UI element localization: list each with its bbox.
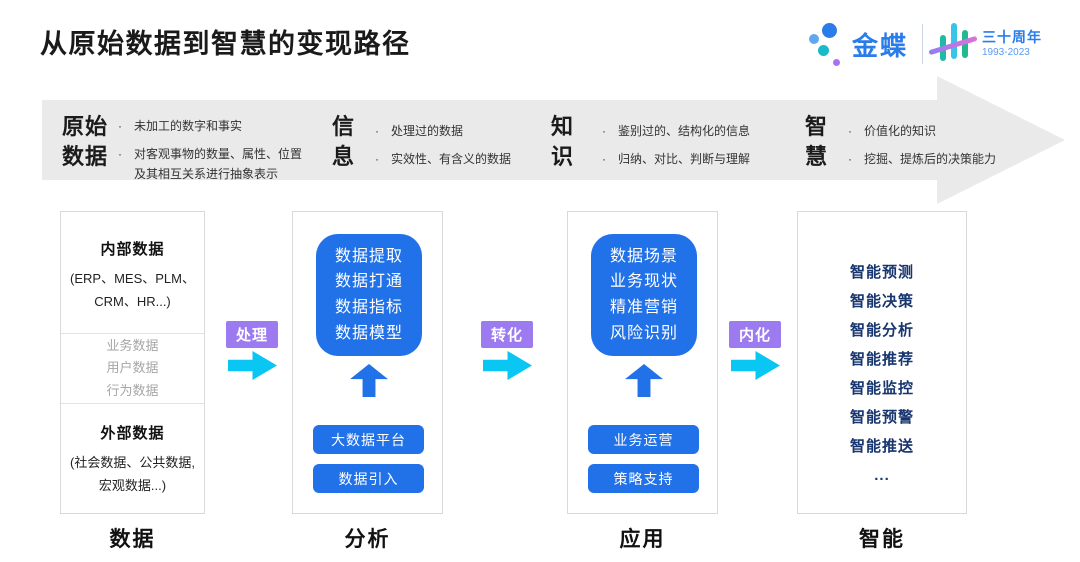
- column-label-data: 数据: [109, 528, 156, 551]
- business-operation-button: 业务运营: [588, 425, 699, 454]
- data-type-item: 业务数据: [106, 338, 159, 354]
- big-data-platform-button: 大数据平台: [313, 425, 424, 454]
- data-import-button: 数据引入: [313, 464, 424, 493]
- data-types-section: 业务数据 用户数据 行为数据: [61, 333, 204, 404]
- bullet-item: ·处理过的数据: [375, 122, 511, 142]
- logo-dot-lightblue: [808, 34, 819, 44]
- intelligence-item: 智能决策: [849, 293, 914, 310]
- stage-information-title: 信 息: [332, 114, 356, 169]
- intelligence-item: 智能推送: [849, 438, 914, 455]
- bullet-dot: ·: [118, 119, 122, 133]
- stage-wisdom-bullets: ·价值化的知识 ·挖掘、提炼后的决策能力: [848, 122, 996, 178]
- bullet-item: ·价值化的知识: [848, 122, 996, 142]
- up-arrow-icon: [350, 364, 388, 397]
- column-label-application: 应用: [619, 528, 666, 551]
- bullet-dot: ·: [848, 124, 852, 138]
- bullet-item: ·归纳、对比、判断与理解: [602, 150, 750, 170]
- dikw-banner-body: [42, 100, 937, 180]
- internalize-badge: 内化: [729, 321, 781, 348]
- stage-knowledge-title: 知 识: [551, 114, 575, 169]
- right-arrow-icon: [483, 351, 532, 380]
- brand-name: 金蝶: [851, 30, 908, 61]
- anniversary-text: 三十周年 1993-2023: [982, 29, 1042, 59]
- thirty-anniversary-icon: [928, 20, 978, 68]
- kingdee-logo: 金蝶 三十周年 1993-2023: [808, 18, 1042, 70]
- stage-wisdom-title: 智 慧: [805, 114, 829, 169]
- bullet-dot: ·: [375, 124, 379, 138]
- process-badge: 处理: [226, 321, 278, 348]
- external-data-section: 外部数据 (社会数据、公共数据, 宏观数据...): [61, 404, 204, 513]
- intelligence-item: 智能推荐: [849, 351, 914, 368]
- column-label-analysis: 分析: [344, 528, 391, 551]
- logo-dot-purple: [832, 59, 840, 66]
- stage-knowledge-bullets: ·鉴别过的、结构化的信息 ·归纳、对比、判断与理解: [602, 122, 750, 178]
- strategy-support-button: 策略支持: [588, 464, 699, 493]
- logo-dot-blue: [821, 23, 837, 38]
- bullet-dot: ·: [848, 151, 852, 166]
- logo-dot-teal: [817, 45, 829, 56]
- bullet-item: ·挖掘、提炼后的决策能力: [848, 150, 996, 170]
- stage-raw-data-title: 原始 数据: [62, 114, 109, 169]
- data-type-item: 用户数据: [106, 360, 159, 376]
- dikw-banner-arrowhead-icon: [937, 76, 1065, 204]
- application-scenarios-box: 数据场景 业务现状 精准营销 风险识别: [591, 234, 697, 356]
- data-sources-panel: 内部数据 (ERP、MES、PLM、 CRM、HR...) 业务数据 用户数据 …: [60, 211, 205, 514]
- application-panel: 数据场景 业务现状 精准营销 风险识别 业务运营 策略支持: [567, 211, 718, 514]
- stage-raw-data-bullets: ·未加工的数字和事实 ·对客观事物的数量、属性、位置及其相互关系进行抽象表示: [118, 117, 306, 192]
- intelligence-item: 智能分析: [849, 322, 914, 339]
- bullet-dot: ·: [602, 124, 606, 138]
- right-arrow-icon: [228, 351, 277, 380]
- logo-divider: [922, 24, 923, 64]
- transform-badge: 转化: [481, 321, 533, 348]
- kingdee-butterfly-icon: [808, 21, 843, 67]
- page-title: 从原始数据到智慧的变现路径: [40, 29, 411, 59]
- anniversary-label: 三十周年: [982, 29, 1042, 45]
- internal-data-section: 内部数据 (ERP、MES、PLM、 CRM、HR...): [61, 212, 204, 333]
- bullet-item: ·对客观事物的数量、属性、位置及其相互关系进行抽象表示: [118, 145, 306, 185]
- intelligence-item-ellipsis: ...: [874, 467, 890, 484]
- intelligence-list: 智能预测 智能决策 智能分析 智能推荐 智能监控 智能预警 智能推送 ...: [798, 212, 966, 490]
- external-data-title: 外部数据: [100, 425, 165, 442]
- bullet-item: ·未加工的数字和事实: [118, 117, 306, 137]
- analysis-capabilities-box: 数据提取 数据打通 数据指标 数据模型: [316, 234, 422, 356]
- up-arrow-icon: [625, 364, 663, 397]
- analysis-panel: 数据提取 数据打通 数据指标 数据模型 大数据平台 数据引入: [292, 211, 443, 514]
- intelligence-item: 智能监控: [849, 380, 914, 397]
- right-arrow-icon: [731, 351, 780, 380]
- intelligence-item: 智能预警: [849, 409, 914, 426]
- internal-data-title: 内部数据: [100, 241, 165, 258]
- stage-information-bullets: ·处理过的数据 ·实效性、有含义的数据: [375, 122, 511, 178]
- intelligence-item: 智能预测: [849, 264, 914, 281]
- data-type-item: 行为数据: [106, 382, 159, 398]
- bullet-dot: ·: [118, 146, 122, 161]
- bullet-item: ·实效性、有含义的数据: [375, 150, 511, 170]
- external-data-desc: (社会数据、公共数据, 宏观数据...): [70, 455, 195, 493]
- intelligence-panel: 智能预测 智能决策 智能分析 智能推荐 智能监控 智能预警 智能推送 ...: [797, 211, 967, 514]
- bullet-dot: ·: [375, 151, 379, 166]
- column-label-intelligence: 智能: [859, 528, 905, 551]
- internal-data-desc: (ERP、MES、PLM、 CRM、HR...): [70, 271, 195, 309]
- bullet-dot: ·: [602, 151, 606, 166]
- bullet-item: ·鉴别过的、结构化的信息: [602, 122, 750, 142]
- anniversary-years: 1993-2023: [982, 46, 1030, 58]
